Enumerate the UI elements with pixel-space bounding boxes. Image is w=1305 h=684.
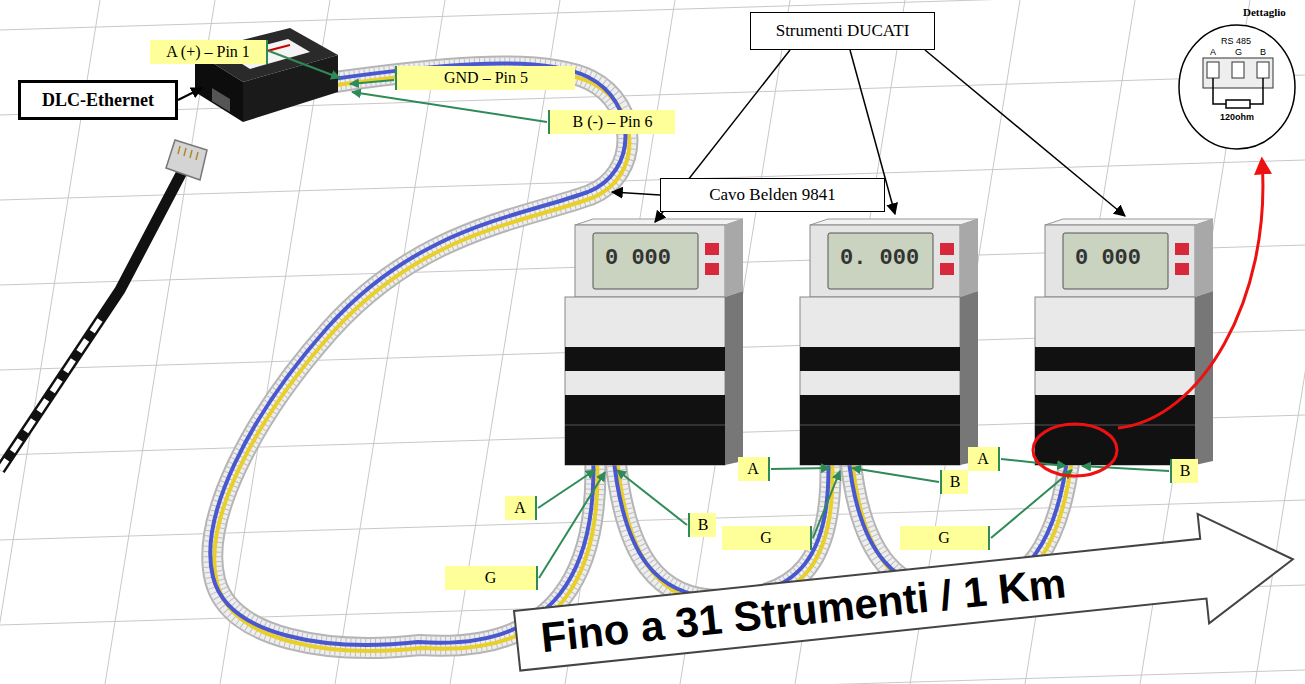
leader-arrow	[852, 468, 939, 482]
wire-label: B	[688, 513, 716, 537]
bus-name: RS 485	[1221, 36, 1251, 46]
rj45-plug	[166, 140, 207, 180]
wire-label: B	[1170, 459, 1198, 483]
rj45-contacts	[178, 146, 198, 160]
node-text: DLC-Ethernet	[42, 90, 154, 111]
lcd-reading: 0 000	[605, 247, 671, 271]
cable-braid	[212, 66, 1070, 647]
pin-leaders	[269, 51, 1169, 578]
pin-label: GND – Pin 5	[395, 66, 575, 90]
node-text: Dettaglio	[1243, 6, 1300, 18]
leader-arrow	[1001, 459, 1066, 466]
leader-arrow	[350, 80, 394, 84]
wire-label: G	[445, 566, 538, 590]
wire-label: A	[505, 496, 537, 520]
wire-label: G	[722, 526, 812, 550]
block-arrow	[511, 505, 1298, 684]
ethernet-cable	[0, 172, 182, 470]
terminal-screw	[1232, 62, 1244, 78]
terminal-letter: G	[1235, 47, 1242, 57]
cable-sheath-inner	[212, 66, 1070, 647]
ethernet-port	[212, 88, 230, 112]
leader-arrow	[1082, 466, 1169, 471]
ethernet-cable-stripes	[0, 320, 100, 470]
cable-sheath	[212, 66, 1070, 647]
node-text: Cavo Belden 9841	[709, 185, 836, 205]
terminal-screw	[1207, 62, 1219, 78]
leader-arrow	[617, 470, 687, 525]
node-text: Strumenti DUCATI	[776, 21, 910, 41]
ellipse-outline	[1175, 2, 1300, 152]
wire-blue	[210, 63, 1068, 644]
leader-arrow	[771, 468, 830, 469]
resistor-value: 120ohm	[1220, 112, 1254, 122]
pin-label: A (+) – Pin 1	[150, 40, 268, 64]
highlight-ring	[1033, 424, 1117, 476]
lcd-reading: 0. 000	[840, 247, 919, 271]
instrument	[565, 219, 743, 465]
wire-label: A	[968, 447, 1000, 471]
instrument-callout: Strumenti DUCATI	[750, 12, 935, 50]
leader-arrow	[539, 472, 605, 578]
detail-callout: Dettaglio	[1175, 2, 1300, 152]
leader-arrow	[612, 192, 660, 195]
lcd-reading: 0 000	[1075, 247, 1141, 271]
terminal-screw	[1257, 62, 1269, 78]
pin-label: B (-) – Pin 6	[548, 110, 675, 134]
leader-arrow	[991, 470, 1072, 538]
cable-callout: Cavo Belden 9841	[660, 178, 885, 212]
terminal-letter: B	[1260, 47, 1266, 57]
highlight-arrow	[1118, 160, 1263, 428]
leader-arrow	[352, 92, 547, 122]
resistor-symbol	[1226, 100, 1250, 108]
instrument	[800, 219, 978, 465]
wire-label: G	[900, 526, 990, 550]
device-callout: DLC-Ethernet	[18, 80, 178, 120]
leader-arrow	[813, 471, 840, 538]
leader-arrow	[178, 88, 202, 100]
leader-arrow	[925, 50, 1125, 216]
terminal-letter: A	[1210, 47, 1216, 57]
node-text: Fino a 31 Strumenti / 1 Km	[538, 559, 1068, 662]
wire-label: A	[738, 457, 770, 481]
detail-circle	[1179, 25, 1295, 149]
wire-label: B	[940, 470, 968, 494]
detail-ground	[1179, 25, 1295, 149]
leader-arrow	[269, 51, 340, 78]
wire-yellow	[214, 69, 1072, 650]
